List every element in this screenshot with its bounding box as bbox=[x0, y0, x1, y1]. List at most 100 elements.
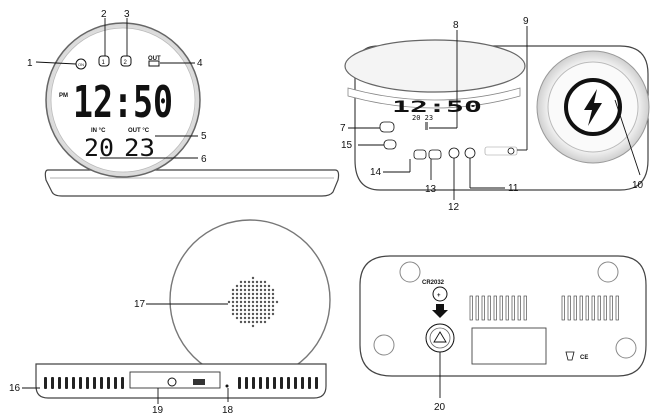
vent-slot bbox=[238, 377, 241, 389]
foot-2 bbox=[597, 261, 619, 283]
grille-hole bbox=[267, 308, 271, 312]
grille-hole bbox=[263, 284, 267, 288]
vent-slot bbox=[51, 377, 54, 389]
bottom-vent-slot bbox=[591, 295, 595, 321]
grille-hole bbox=[251, 300, 255, 304]
down-button[interactable] bbox=[464, 147, 476, 159]
grille-hole bbox=[271, 300, 275, 304]
grille-hole bbox=[231, 308, 235, 312]
bottom-vent-slot bbox=[585, 295, 589, 321]
grille-hole bbox=[243, 292, 247, 296]
snooze-light-button[interactable] bbox=[379, 121, 395, 133]
grille-hole bbox=[267, 292, 271, 296]
vent-slot bbox=[294, 377, 297, 389]
bottom-view: CR2032 + CE bbox=[359, 255, 647, 377]
back-view bbox=[35, 219, 331, 399]
battery-plus: + bbox=[437, 293, 441, 299]
front-time: 12:50 bbox=[73, 77, 173, 128]
callout-17: 17 bbox=[134, 299, 146, 310]
grille-hole bbox=[239, 280, 243, 284]
bottom-vent-slot bbox=[517, 295, 521, 321]
callout-10: 10 bbox=[632, 180, 644, 191]
grille-hole bbox=[239, 300, 243, 304]
callout-7: 7 bbox=[340, 123, 346, 134]
grille-hole bbox=[259, 284, 263, 288]
grille-hole bbox=[259, 304, 263, 308]
grille-hole bbox=[259, 280, 263, 284]
vent-slot bbox=[259, 377, 262, 389]
set-button[interactable] bbox=[413, 149, 427, 160]
bottom-vent-slot bbox=[561, 295, 565, 321]
bottom-vent-slot bbox=[475, 295, 479, 321]
grille-hole bbox=[235, 308, 239, 312]
out-icon-label: OUT bbox=[148, 56, 161, 62]
callout-3: 3 bbox=[124, 9, 130, 20]
bottom-vent-slot bbox=[481, 295, 485, 321]
grille-hole bbox=[255, 300, 259, 304]
grille-hole bbox=[231, 304, 235, 308]
grille-hole bbox=[275, 300, 279, 304]
vent-slot bbox=[100, 377, 103, 389]
front-view: ON 1 2 OUT PM 12:50 IN °C OUT °C 20 23 bbox=[44, 22, 340, 197]
vent-slot bbox=[301, 377, 304, 389]
grille-hole bbox=[235, 284, 239, 288]
grille-hole bbox=[247, 308, 251, 312]
vent-slot bbox=[121, 377, 124, 389]
top-time: 12:50 bbox=[392, 97, 482, 116]
up-button[interactable] bbox=[448, 147, 460, 159]
sound-switch[interactable] bbox=[484, 146, 518, 156]
grille-hole bbox=[251, 292, 255, 296]
reset-hole bbox=[225, 384, 229, 388]
grille-hole bbox=[235, 316, 239, 320]
top-display-face bbox=[347, 87, 521, 109]
bottom-vent-slot bbox=[499, 295, 503, 321]
hi-lo-button[interactable] bbox=[383, 139, 397, 150]
mode-button[interactable] bbox=[428, 149, 442, 160]
grille-hole bbox=[255, 320, 259, 324]
lightning-icon bbox=[584, 89, 602, 126]
grille-hole bbox=[259, 296, 263, 300]
vent-slot bbox=[280, 377, 283, 389]
grille-hole bbox=[263, 280, 267, 284]
grille-hole bbox=[267, 284, 271, 288]
grille-hole bbox=[243, 288, 247, 292]
out-label: OUT °C bbox=[128, 128, 150, 134]
grille-hole bbox=[247, 296, 251, 300]
battery-coin bbox=[432, 286, 448, 302]
grille-hole bbox=[267, 296, 271, 300]
grille-hole bbox=[231, 312, 235, 316]
grille-hole bbox=[251, 316, 255, 320]
grille-hole bbox=[243, 316, 247, 320]
weee-icon bbox=[565, 351, 575, 361]
grille-hole bbox=[239, 284, 243, 288]
grille-hole bbox=[235, 300, 239, 304]
pm-indicator: PM bbox=[59, 93, 68, 99]
in-label: IN °C bbox=[91, 128, 106, 134]
battery-door-inner bbox=[429, 327, 451, 349]
grille-hole bbox=[251, 324, 255, 328]
dc-port bbox=[167, 377, 177, 387]
grille-hole bbox=[263, 292, 267, 296]
vent-slot bbox=[44, 377, 47, 389]
back-circle bbox=[169, 219, 331, 381]
grille-hole bbox=[239, 288, 243, 292]
grille-hole bbox=[235, 296, 239, 300]
grille-hole bbox=[243, 320, 247, 324]
grille-hole bbox=[251, 296, 255, 300]
callout-15: 15 bbox=[341, 140, 353, 151]
grille-hole bbox=[243, 308, 247, 312]
outdoor-signal-icon: OUT bbox=[148, 56, 161, 67]
grille-hole bbox=[251, 276, 255, 280]
grille-hole bbox=[271, 308, 275, 312]
vent-slot bbox=[287, 377, 290, 389]
foot-3 bbox=[373, 334, 395, 356]
vent-slot bbox=[65, 377, 68, 389]
grille-hole bbox=[259, 308, 263, 312]
callout-4: 4 bbox=[197, 58, 203, 69]
bottom-vent-slot bbox=[505, 295, 509, 321]
callout-19: 19 bbox=[152, 405, 164, 416]
callout-20: 20 bbox=[434, 402, 446, 413]
grille-hole bbox=[239, 292, 243, 296]
bottom-vent-slot bbox=[487, 295, 491, 321]
vent-slots bbox=[44, 377, 318, 389]
